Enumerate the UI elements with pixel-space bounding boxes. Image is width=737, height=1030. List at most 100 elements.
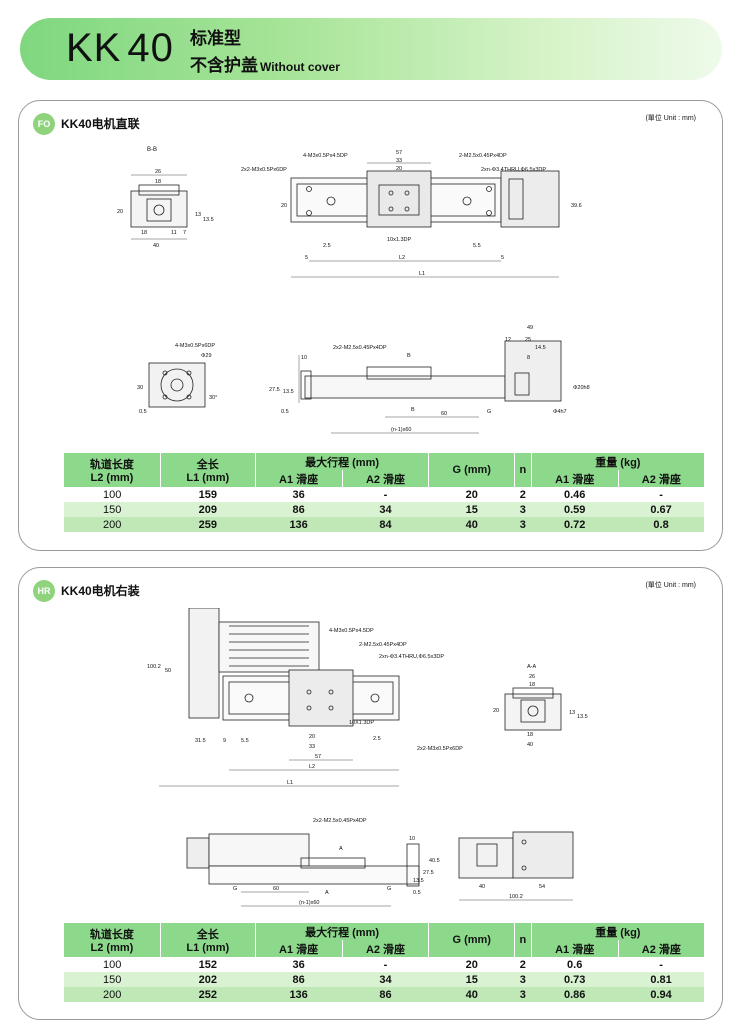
svg-text:11: 11 (171, 230, 177, 236)
col-weight: 重量 (kg) (531, 453, 704, 470)
svg-text:54: 54 (539, 884, 545, 890)
svg-text:33: 33 (309, 744, 315, 750)
svg-text:20: 20 (309, 734, 315, 740)
technical-drawing-right: 100.2 50 4-M3x0.5Px4.5DP 2-M2.5x0.45Px4D… (147, 608, 588, 907)
svg-text:2x2-M3x0.5Px6DP: 2x2-M3x0.5Px6DP (241, 167, 287, 173)
svg-text:10X1.3DP: 10X1.3DP (349, 720, 374, 726)
svg-text:0.5: 0.5 (139, 409, 147, 415)
svg-text:G: G (387, 886, 391, 892)
svg-text:A: A (339, 846, 343, 852)
svg-text:60: 60 (441, 411, 447, 417)
svg-text:39.6: 39.6 (571, 203, 582, 209)
col-stroke-a1: A1 滑座 (255, 470, 343, 487)
svg-text:18: 18 (155, 179, 161, 185)
svg-text:2.5: 2.5 (323, 243, 331, 249)
svg-text:2-M2.5x0.45Px4DP: 2-M2.5x0.45Px4DP (459, 153, 507, 159)
svg-text:G: G (487, 409, 491, 415)
section-badge-hr: HR (33, 580, 55, 602)
svg-text:26: 26 (155, 169, 161, 175)
svg-text:20: 20 (493, 708, 499, 714)
technical-drawing-direct: B-B 26 18 20 13 13.5 18 11 7 40 (117, 147, 590, 434)
svg-text:13: 13 (569, 710, 575, 716)
col-weight-a1: A1 滑座 (531, 470, 619, 487)
svg-text:10: 10 (409, 836, 415, 842)
svg-text:2x2-M3x0.5Px6DP: 2x2-M3x0.5Px6DP (417, 746, 463, 752)
svg-text:30°: 30° (209, 395, 217, 401)
svg-text:20: 20 (117, 209, 123, 215)
col-n: n (514, 923, 532, 957)
section-right-motor: HR KK40电机右装 (單位 Unit : mm) 100.2 50 4-M3… (18, 567, 723, 1020)
svg-text:31.5: 31.5 (195, 738, 206, 744)
svg-text:0.5: 0.5 (413, 890, 421, 896)
svg-text:57: 57 (315, 754, 321, 760)
svg-text:57: 57 (396, 150, 402, 156)
col-weight: 重量 (kg) (531, 923, 704, 940)
section-badge-fo: FO (33, 113, 55, 135)
col-weight-a1: A1 滑座 (531, 940, 619, 957)
section-title: KK40电机右装 (61, 584, 140, 598)
unit-note: (單位 Unit : mm) (645, 582, 696, 589)
svg-text:9: 9 (223, 738, 226, 744)
label-bb: B-B (147, 147, 157, 153)
svg-text:18: 18 (141, 230, 147, 236)
svg-text:18: 18 (527, 732, 533, 738)
svg-text:49: 49 (527, 325, 533, 331)
svg-text:7: 7 (183, 230, 186, 236)
col-max-stroke: 最大行程 (mm) (255, 453, 430, 470)
svg-text:40: 40 (479, 884, 485, 890)
svg-text:20: 20 (281, 203, 287, 209)
svg-text:A-A: A-A (527, 664, 537, 670)
svg-text:60: 60 (273, 886, 279, 892)
svg-text:13.5: 13.5 (203, 217, 214, 223)
svg-text:Φ20h8: Φ20h8 (573, 385, 590, 391)
svg-text:(n-1)x60: (n-1)x60 (299, 900, 319, 906)
col-n: n (514, 453, 532, 487)
svg-text:13: 13 (195, 212, 201, 218)
col-weight-a2: A2 滑座 (618, 470, 704, 487)
svg-text:A: A (325, 890, 329, 896)
subtitle-cover-cn: 不含护盖 (190, 56, 258, 75)
svg-text:12: 12 (505, 337, 511, 343)
svg-text:2-M2.5x0.45Px4DP: 2-M2.5x0.45Px4DP (359, 642, 407, 648)
svg-text:L1: L1 (287, 780, 293, 786)
svg-text:5: 5 (501, 255, 504, 261)
svg-text:2.5: 2.5 (373, 736, 381, 742)
svg-text:13.5: 13.5 (283, 389, 294, 395)
svg-text:100.2: 100.2 (509, 894, 523, 900)
svg-text:33: 33 (396, 158, 402, 164)
svg-text:40: 40 (527, 742, 533, 748)
subtitle-type: 标准型 (190, 29, 241, 48)
svg-text:Φ4h7: Φ4h7 (553, 409, 567, 415)
col-stroke-a1: A1 滑座 (255, 940, 343, 957)
svg-text:L1: L1 (419, 271, 425, 277)
svg-text:30: 30 (137, 385, 143, 391)
svg-text:B: B (411, 407, 415, 413)
svg-text:0.5: 0.5 (281, 409, 289, 415)
svg-text:Φ29: Φ29 (201, 353, 212, 359)
svg-text:10: 10 (301, 355, 307, 361)
svg-text:14.5: 14.5 (535, 345, 546, 351)
svg-text:8: 8 (527, 355, 530, 361)
model-number: 40 (127, 26, 174, 70)
svg-text:4-M3x0.5Px4.5DP: 4-M3x0.5Px4.5DP (329, 628, 374, 634)
model-name: KK (66, 26, 122, 70)
col-stroke-a2: A2 滑座 (342, 470, 430, 487)
svg-text:L2: L2 (399, 255, 405, 261)
unit-note: (單位 Unit : mm) (645, 115, 696, 122)
svg-text:(n-1)x60: (n-1)x60 (391, 427, 411, 433)
svg-text:B: B (407, 353, 411, 359)
svg-text:5.5: 5.5 (473, 243, 481, 249)
svg-text:5.5: 5.5 (241, 738, 249, 744)
